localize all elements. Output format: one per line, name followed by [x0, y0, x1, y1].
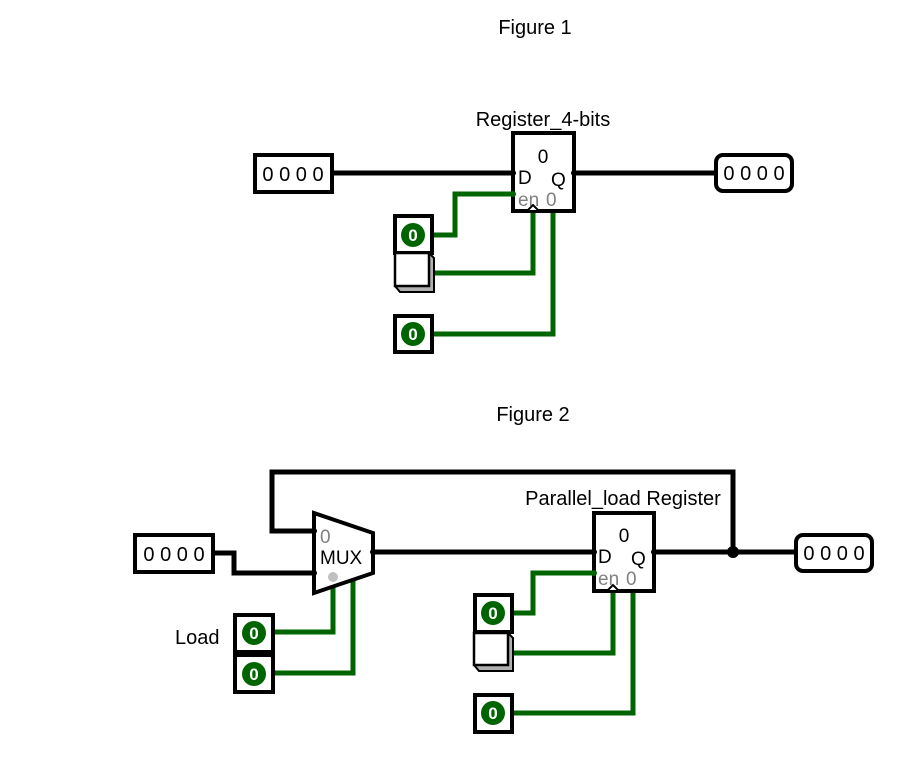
figure2-register[interactable]: Parallel_load Register 0 D Q en 0 — [525, 488, 721, 593]
pin-state-icon — [401, 322, 425, 346]
wire-load — [270, 586, 336, 635]
figure2-title: Figure 2 — [496, 404, 569, 426]
figure1-wires — [329, 170, 719, 337]
wire-mux-enable — [270, 580, 356, 676]
mux-label: MUX — [320, 548, 363, 569]
pin-state-icon — [401, 223, 425, 247]
wire-clock — [509, 589, 616, 656]
enable-input-value: 0 — [408, 226, 417, 245]
figure2-mux-enable-input[interactable]: 0 — [233, 653, 275, 694]
register-value: 0 — [619, 526, 630, 547]
reset-input-value: 0 — [408, 325, 417, 344]
pin-d-label: D — [598, 547, 612, 568]
wire-enable — [429, 191, 516, 238]
load-input-value: 0 — [249, 624, 258, 643]
register-label: Parallel_load Register — [525, 488, 721, 510]
figure1-input-pin[interactable]: 0 0 0 0 — [253, 153, 334, 194]
input-pin-value: 0 0 0 0 — [262, 164, 323, 186]
pin-q-dot — [651, 549, 657, 555]
mux-in0-dot — [311, 528, 317, 534]
pin-state-icon — [242, 662, 266, 686]
wire-input-to-mux — [210, 550, 317, 576]
pin-q-label: Q — [631, 549, 646, 570]
figure2-enable-input[interactable]: 0 — [473, 593, 514, 634]
figure2-load-input[interactable]: 0 — [233, 613, 275, 654]
figure1-clock-button[interactable] — [393, 251, 435, 293]
wire-clock — [429, 209, 536, 276]
figure1-output-probe: 0 0 0 0 — [714, 153, 794, 193]
pin-state-icon — [481, 601, 505, 625]
mux-input0-label: 0 — [320, 527, 331, 548]
figure1-title: Figure 1 — [498, 17, 571, 39]
pin-state-icon — [481, 701, 505, 725]
pin-d-label: D — [518, 168, 532, 189]
input-pin-value: 0 0 0 0 — [143, 544, 204, 566]
pin-d-dot — [510, 170, 516, 176]
pin-en-dot — [591, 570, 597, 576]
pin-d-dot — [591, 549, 597, 555]
figure1-reset-input[interactable]: 0 — [393, 314, 434, 354]
pin-reset-label: 0 — [626, 569, 637, 590]
pin-q-dot — [571, 170, 577, 176]
figure2-output-probe: 0 0 0 0 — [794, 533, 874, 573]
pin-q-label: Q — [551, 170, 566, 191]
figure1-enable-input[interactable]: 0 — [393, 214, 434, 255]
figure2-input-pin[interactable]: 0 0 0 0 — [133, 533, 215, 574]
mux-enable-input-value: 0 — [249, 665, 258, 684]
wire-reset — [429, 209, 556, 337]
figure2-reset-input[interactable]: 0 — [473, 693, 514, 734]
figure1-register[interactable]: Register_4-bits 0 D Q en 0 — [476, 109, 611, 213]
pin-en-dot — [510, 191, 516, 197]
figure2-wires — [210, 469, 799, 716]
clock-triangle-icon — [524, 203, 542, 212]
clock-triangle-icon — [604, 583, 622, 592]
reset-input-value: 0 — [488, 704, 497, 723]
wire-reset — [509, 589, 636, 716]
pin-state-icon — [242, 621, 266, 645]
junction-dot — [727, 546, 739, 558]
enable-input-value: 0 — [488, 604, 497, 623]
mux-out-dot — [370, 549, 376, 555]
figure2-clock-button[interactable] — [472, 631, 514, 672]
figure2-mux[interactable]: 0 MUX — [311, 510, 376, 596]
load-label: Load — [175, 627, 220, 649]
mux-select-indicator — [328, 572, 338, 582]
wire-feedback — [269, 469, 736, 555]
pin-reset-label: 0 — [546, 190, 557, 211]
mux-in1-dot — [311, 570, 317, 576]
register-label: Register_4-bits — [476, 109, 611, 131]
output-probe-value: 0 0 0 0 — [803, 543, 864, 565]
wire-enable — [509, 570, 597, 616]
output-probe-value: 0 0 0 0 — [723, 163, 784, 185]
register-value: 0 — [538, 147, 549, 168]
